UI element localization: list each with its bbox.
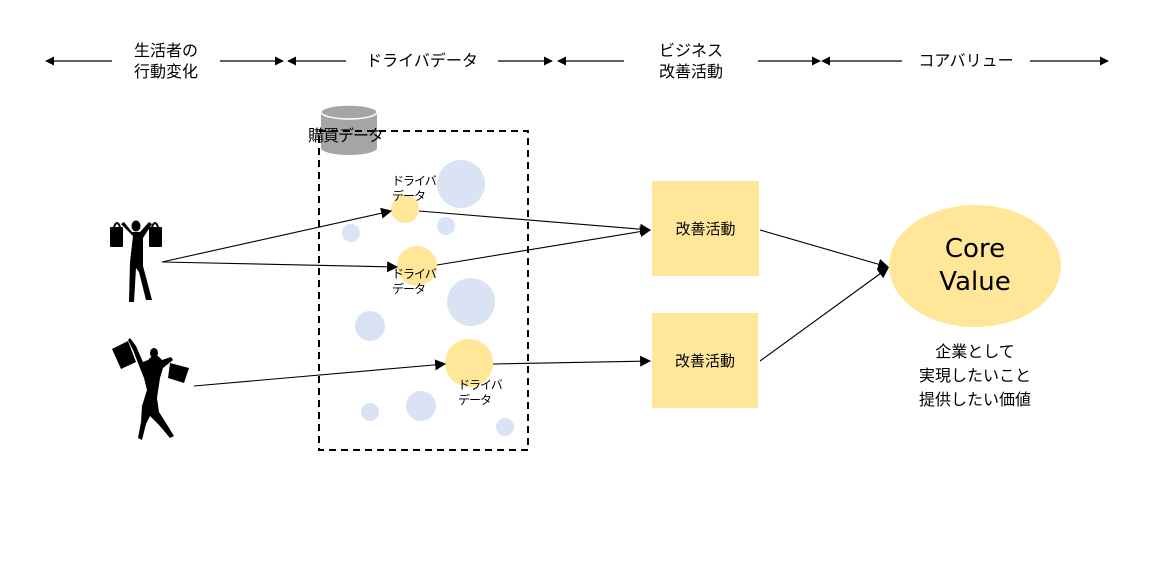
connector-driver3-activity2: [492, 355, 652, 367]
driver-label-line: ドライバ: [392, 267, 437, 281]
driver-bubble-1: [391, 195, 419, 223]
bubble: [406, 391, 436, 421]
bubble: [437, 160, 485, 208]
driver-data-label-1: ドライバ データ: [392, 174, 437, 204]
purchase-data-label: 購買データ: [308, 126, 384, 145]
driver-bubble-3: [445, 339, 493, 387]
caption-line: 企業として: [935, 342, 1015, 361]
bubble: [437, 217, 455, 235]
connector-person1-driver2: [161, 261, 399, 273]
improvement-activity-box-1: 改善活動: [652, 181, 759, 276]
connector-person2-driver3: [193, 359, 447, 387]
header-line: 生活者の: [133, 41, 198, 60]
core-value-caption: 企業として 実現したいこと 提供したい価値: [905, 340, 1045, 412]
core-value-title-line: Value: [939, 267, 1011, 297]
driver-data-label-2: ドライバ データ: [392, 267, 437, 297]
driver-label-line: ドライバ: [392, 174, 437, 188]
bubble: [361, 403, 379, 421]
connector-driver1-activity1: [418, 210, 652, 235]
improvement-activity-label: 改善活動: [675, 220, 736, 238]
header-line: 改善活動: [658, 62, 723, 81]
header-core-value: コアバリュー: [902, 50, 1030, 71]
man-shopper-silhouette-icon: [110, 220, 162, 302]
driver-bubble-2: [397, 246, 437, 286]
improvement-activity-box-2: 改善活動: [652, 313, 758, 408]
header-driver-data: ドライバデータ: [346, 50, 498, 71]
core-value-title-line: Core: [944, 234, 1006, 264]
driver-label-line: データ: [392, 282, 426, 296]
header-line: ドライバデータ: [366, 51, 478, 70]
header-line: 行動変化: [133, 62, 198, 81]
bubble: [496, 418, 514, 436]
database-cylinder-icon: [320, 104, 378, 155]
header-business-improvement: ビジネス 改善活動: [624, 40, 758, 82]
connector-person1-driver1: [161, 207, 393, 263]
bubble: [447, 278, 495, 326]
improvement-activity-label: 改善活動: [674, 352, 735, 370]
header-line: コアバリュー: [918, 51, 1014, 70]
bubble: [342, 224, 360, 242]
caption-line: 実現したいこと: [918, 366, 1031, 385]
driver-bubbles: [391, 195, 493, 387]
caption-line: 提供したい価値: [918, 390, 1031, 409]
bubble: [355, 311, 385, 341]
connector-activity1-core: [759, 229, 890, 270]
flow-connectors: [161, 207, 890, 387]
header-line: ビジネス: [658, 41, 723, 60]
driver-label-line: データ: [458, 393, 492, 407]
driver-label-line: データ: [392, 189, 426, 203]
connector-activity2-core: [759, 267, 889, 362]
driver-label-line: ドライバ: [458, 378, 503, 392]
core-value-ellipse: Core Value: [889, 205, 1061, 327]
driver-data-label-3: ドライバ データ: [458, 378, 503, 408]
header-consumer-behavior: 生活者の 行動変化: [112, 40, 220, 82]
data-bubbles: [342, 160, 514, 436]
woman-shopper-silhouette-icon: [112, 338, 189, 440]
connector-driver2-activity1: [436, 226, 652, 266]
